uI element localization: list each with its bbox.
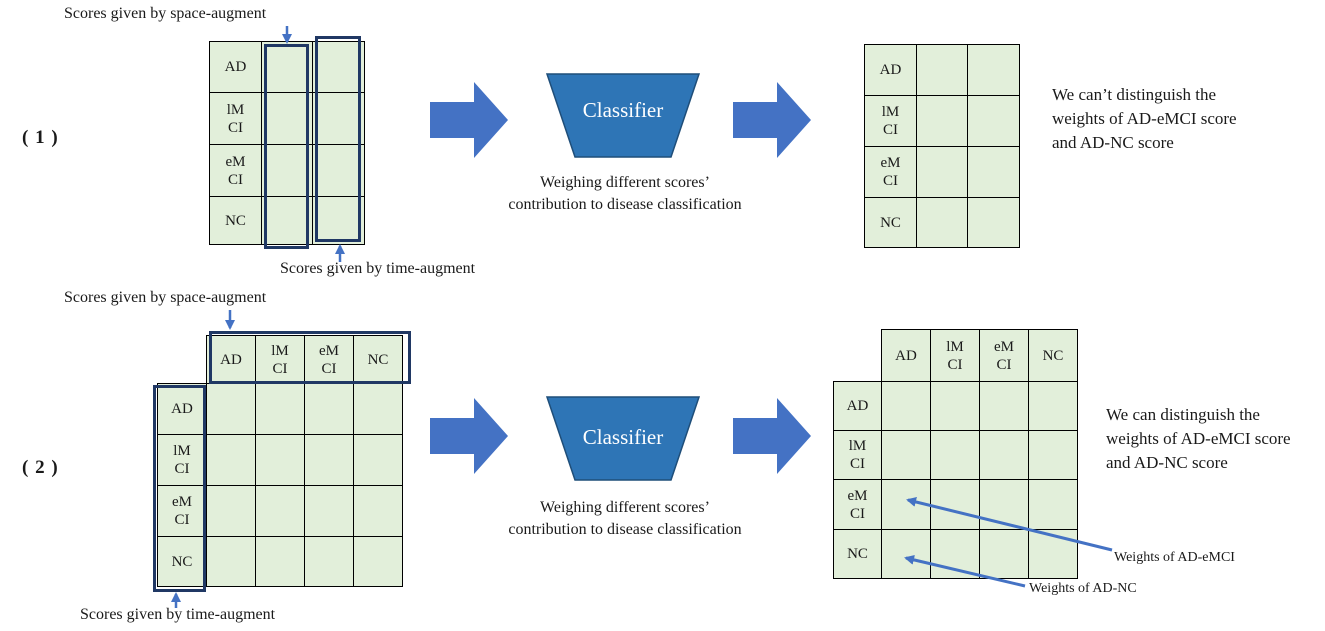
- grid-cell: [979, 529, 1029, 579]
- panel2-space-augment-label: Scores given by space-augment: [64, 289, 267, 306]
- panel1-time-column-highlight: [315, 36, 361, 242]
- panel2-output-block-arrow: [733, 398, 811, 474]
- panel2-caption-line1: Weighing different scores’: [540, 499, 710, 516]
- panel1-input-block-arrow: [430, 82, 508, 158]
- panel2-output-col-label: eM CI: [979, 329, 1029, 382]
- grid-cell: [353, 434, 403, 486]
- grid-cell: [304, 536, 354, 587]
- panel2-time-column-highlight: [153, 385, 206, 592]
- panel2-note-line1: We can distinguish the: [1106, 405, 1260, 424]
- panel1-space-column-highlight: [264, 44, 309, 249]
- panel2-output-col-label: NC: [1028, 329, 1078, 382]
- panel1-output-block-arrow: [733, 82, 811, 158]
- panel1-input-row-label: AD: [209, 41, 262, 93]
- grid-cell: [979, 479, 1029, 530]
- grid-cell: [353, 536, 403, 587]
- weights-NC-arrow: [904, 554, 1026, 588]
- grid-cell: [261, 41, 313, 93]
- panel2-input-row-label: NC: [157, 536, 207, 587]
- panel2-note-line2: weights of AD-eMCI score: [1106, 429, 1291, 448]
- grid-cell: [312, 92, 365, 145]
- grid-cell: [967, 44, 1020, 96]
- panel1-note-line1: We can’t distinguish the: [1052, 85, 1217, 104]
- panel1-caption-line2: contribution to disease classification: [508, 196, 742, 213]
- panel2-output-col-label: lM CI: [930, 329, 980, 382]
- grid-cell: [312, 144, 365, 197]
- panel2-note-line3: and AD-NC score: [1106, 453, 1228, 472]
- grid-cell: [930, 430, 980, 480]
- panel1-note-line3: and AD-NC score: [1052, 133, 1174, 152]
- grid-cell: [881, 381, 931, 431]
- grid-cell: [304, 434, 354, 486]
- panel2-classifier-shape: [545, 396, 701, 481]
- weights-eMCI-label: Weights of AD-eMCI: [1114, 550, 1235, 565]
- panel2-input-col-label: AD: [206, 335, 256, 384]
- grid-cell: [261, 196, 313, 245]
- grid-cell: [261, 144, 313, 197]
- grid-cell: [304, 383, 354, 435]
- grid-cell: [312, 196, 365, 245]
- weights-eMCI-arrow: [906, 497, 1113, 552]
- grid-cell: [255, 485, 305, 537]
- grid-cell: [312, 41, 365, 93]
- grid-cell: [1028, 529, 1078, 579]
- panel1-output-row-label: NC: [864, 197, 917, 248]
- grid-cell: [206, 434, 256, 486]
- grid-cell: [881, 430, 931, 480]
- grid-cell: [1028, 479, 1078, 530]
- panel1-output-row-label: eM CI: [864, 146, 917, 198]
- panel1-input-row-label: NC: [209, 196, 262, 245]
- grid-cell: [255, 536, 305, 587]
- panel2-input-block-arrow: [430, 398, 508, 474]
- panel2-space-row-highlight: [209, 331, 411, 384]
- panel1-note-line2: weights of AD-eMCI score: [1052, 109, 1237, 128]
- grid-cell: [304, 485, 354, 537]
- grid-cell: [353, 485, 403, 537]
- panel2-classifier-label: Classifier: [582, 425, 664, 449]
- panel1-output-row-label: AD: [864, 44, 917, 96]
- panel2-time-augment-label: Scores given by time-augment: [80, 606, 276, 623]
- panel1-input-row-label: eM CI: [209, 144, 262, 197]
- panel1-classifier-shape: [545, 73, 701, 158]
- panel2-input-row-label: eM CI: [157, 485, 207, 537]
- grid-cell: [261, 92, 313, 145]
- grid-cell: [967, 146, 1020, 198]
- grid-cell: [1028, 381, 1078, 431]
- weights-NC-label: Weights of AD-NC: [1029, 581, 1137, 596]
- panel1-row-label: ( 1 ): [22, 127, 59, 148]
- panel1-space-augment-label: Scores given by space-augment: [64, 5, 267, 22]
- grid-cell: [353, 383, 403, 435]
- panel1-classifier-label: Classifier: [582, 98, 664, 122]
- grid-cell: [967, 197, 1020, 248]
- grid-cell: [206, 536, 256, 587]
- grid-cell: [930, 381, 980, 431]
- panel2-input-col-label: NC: [353, 335, 403, 384]
- panel2-input-row-label: AD: [157, 383, 207, 435]
- panel2-caption-line2: contribution to disease classification: [508, 521, 742, 538]
- panel1-time-augment-label: Scores given by time-augment: [280, 260, 476, 277]
- grid-cell: [1028, 430, 1078, 480]
- panel1-caption-line1: Weighing different scores’: [540, 174, 710, 191]
- grid-cell: [916, 44, 968, 96]
- panel2-row-label: ( 2 ): [22, 457, 59, 478]
